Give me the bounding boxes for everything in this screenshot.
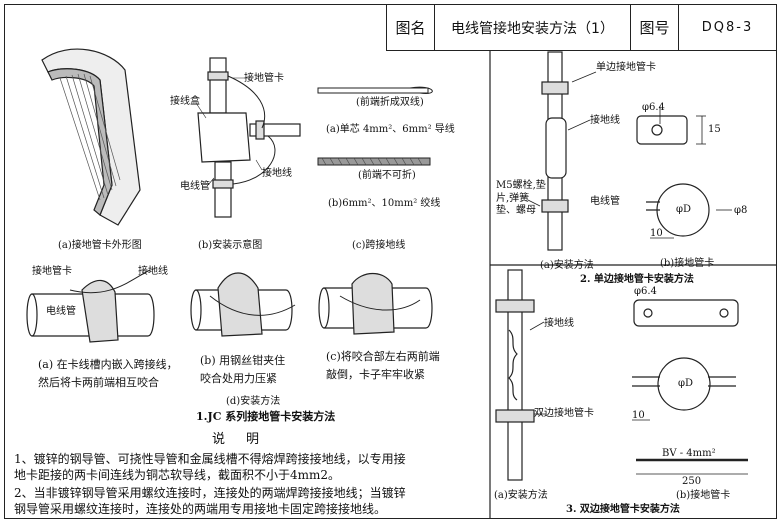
double-a-caption: (a)安装方法 (494, 490, 548, 501)
fig-d-caption: (d)安装方法 (226, 396, 281, 407)
single-dim-8: φ8 (734, 205, 748, 216)
notes-heading: 说 明 (212, 432, 264, 447)
single-wire-caption: (a)单芯 4mm²、6mm² 导线 (326, 124, 455, 135)
drawing-frame (4, 4, 777, 519)
step-a-text-2: 然后将卡两前端相互咬合 (38, 376, 159, 389)
name-label: 图名 (387, 5, 435, 50)
double-dim-hole: φ6.4 (634, 286, 657, 297)
title-block: 图名 电线管接地安装方法（1） 图号 DQ8-3 (386, 5, 776, 51)
step-label-clip: 接地管卡 (32, 266, 72, 277)
single-a-caption: (a)安装方法 (540, 260, 594, 271)
step-label-conduit: 电线管 (46, 306, 76, 317)
single-dim-10: 10 (650, 228, 663, 239)
double-dim-250: 250 (682, 476, 702, 487)
note-line-1: 1、镀锌的钢导管、可挠性导管和金属线槽不得熔焊跨接接地线，以专用接 (14, 452, 406, 466)
number-label: 图号 (631, 5, 679, 50)
single-dim-hole: φ6.4 (642, 102, 665, 113)
step-c-text: (c)将咬合部左右两前端 (326, 350, 440, 363)
double-dim-d: φD (678, 378, 694, 389)
single-wire-note: (前端折成双线) (356, 97, 424, 108)
double-dim-10: 10 (632, 410, 645, 421)
note-line-3: 2、当非镀锌钢导管采用螺纹连接时，连接处的两端焊跨接接地线；当镀锌 (14, 486, 406, 500)
step-b-text-2: 咬合处用力压紧 (200, 372, 277, 385)
drawing-code: DQ8-3 (701, 20, 754, 35)
single-dim-width: 15 (708, 124, 721, 135)
fig-b-caption: (b)安装示意图 (198, 240, 263, 251)
double-label-clip: 双边接地管卡 (534, 408, 594, 419)
label-junction-box: 接线盒 (170, 96, 200, 107)
note-line-4: 钢导管采用螺纹连接时，连接处的两端用专用接地卡固定跨接接地线。 (14, 502, 387, 516)
label-conduit: 电线管 (180, 181, 210, 192)
double-label-wire: 接地线 (544, 318, 574, 329)
step-c-text-2: 敲倒，卡子牢牢收紧 (326, 368, 425, 381)
double-b-caption: (b)接地管卡 (676, 490, 731, 501)
step-a-text: (a) 在卡线槽内嵌入跨接线， (38, 358, 178, 371)
step-label-wire: 接地线 (138, 266, 168, 277)
single-label-conduit: 电线管 (590, 196, 620, 207)
label-ground-wire: 接地线 (262, 168, 292, 179)
double-wire-spec: BV - 4mm² (662, 448, 716, 459)
step-b-text: (b) 用钢丝钳夹住 (200, 354, 286, 367)
single-label-wire: 接地线 (590, 115, 620, 126)
section-2-title: 2. 单边接地管卡安装方法 (580, 274, 694, 285)
single-dim-d: φD (676, 204, 692, 215)
single-label-clip: 单边接地管卡 (596, 62, 656, 73)
label-clip: 接地管卡 (244, 73, 284, 84)
stranded-wire-caption: (b)6mm²、10mm² 绞线 (328, 198, 441, 209)
single-b-caption: (b)接地管卡 (660, 258, 715, 269)
fig-a-caption: (a)接地管卡外形图 (58, 240, 142, 251)
stranded-wire-note: (前端不可折) (358, 170, 416, 181)
fig-c-caption: (c)跨接地线 (352, 240, 406, 251)
single-label-bolt: M5螺栓,垫片,弹簧垫、螺母 (496, 180, 546, 216)
drawing-title: 电线管接地安装方法（1） (435, 5, 631, 50)
note-line-2: 地卡距接的两卡间连线为铜芯软导线，截面积不小于4mm2。 (14, 468, 341, 482)
section-3-title: 3. 双边接地管卡安装方法 (566, 504, 680, 515)
section-1-title: 1.JC 系列接地管卡安装方法 (196, 410, 336, 423)
